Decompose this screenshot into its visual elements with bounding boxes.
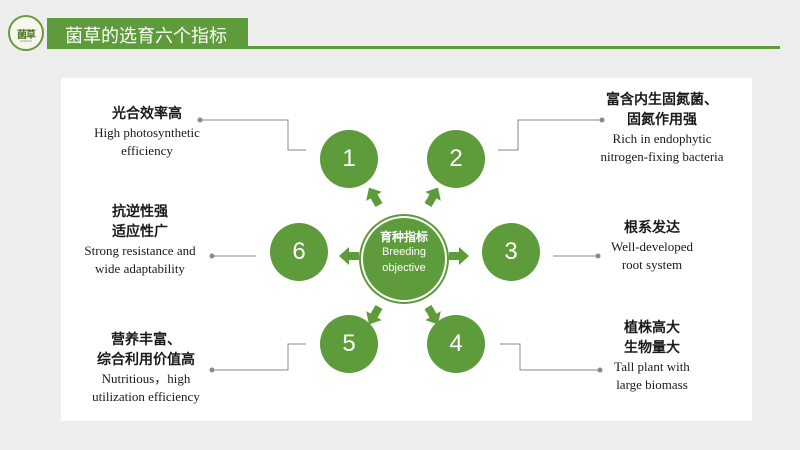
label-5: 营养丰富、 综合利用价值高 Nutritious，high utilizatio… (72, 330, 220, 406)
label-3-en-1: Well-developed (611, 239, 693, 254)
node-2: 2 (427, 130, 485, 188)
node-5: 5 (320, 315, 378, 373)
label-5-cn-1: 营养丰富、 (111, 332, 181, 348)
label-1-en-1: High photosynthetic (94, 125, 200, 140)
label-4-cn-2: 生物量大 (624, 340, 680, 356)
header: 菌草 JUNCAO 菌草的选育六个指标 (0, 0, 800, 60)
node-1: 1 (320, 130, 378, 188)
arrow-to-1 (366, 187, 383, 207)
label-2-cn-2: 固氮作用强 (627, 112, 697, 128)
connector-1 (200, 119, 306, 151)
label-2-en-1: Rich in endophytic (612, 131, 712, 146)
label-6-cn-2: 适应性广 (112, 224, 168, 240)
center-label-en-1: Breeding (381, 246, 427, 258)
arrow-to-4 (424, 305, 441, 325)
center-label-cn: 育种指标 (379, 230, 428, 244)
label-3-en-2: root system (621, 257, 683, 272)
label-2-cn-1: 富含内生固氮菌、 (606, 92, 718, 108)
connector-4 (500, 343, 600, 371)
label-1-cn: 光合效率高 (112, 106, 182, 122)
title-underline (248, 46, 780, 49)
label-4-en-1: Tall plant with (614, 359, 690, 374)
arrow-to-5 (366, 305, 383, 325)
connector-dot-3 (595, 253, 601, 259)
label-1-en-2: efficiency (121, 143, 173, 158)
connector-5 (212, 343, 306, 371)
label-6-en-2: wide adaptability (95, 261, 185, 276)
connector-dot-6 (209, 253, 215, 259)
title-bar: 菌草的选育六个指标 (47, 18, 248, 49)
arrow-to-6 (339, 247, 359, 265)
connector-2 (498, 119, 602, 151)
arrow-to-2 (424, 187, 441, 207)
label-2-en-2: nitrogen-fixing bacteria (600, 149, 724, 164)
node-3: 3 (482, 223, 540, 281)
label-3: 根系发达 Well-developed root system (592, 218, 712, 274)
logo: 菌草 JUNCAO (8, 15, 44, 51)
center-node: 育种指标 Breeding objective (363, 218, 445, 300)
logo-subtext: JUNCAO (20, 39, 32, 43)
label-2: 富含内生固氮菌、 固氮作用强 Rich in endophytic nitrog… (592, 90, 732, 166)
label-1: 光合效率高 High photosynthetic efficiency (66, 104, 228, 160)
label-5-cn-2: 综合利用价值高 (97, 352, 195, 368)
connector-dot-1 (197, 117, 203, 123)
arrow-to-3 (449, 247, 469, 265)
connector-dot-5 (209, 367, 215, 373)
label-4-en-2: large biomass (616, 377, 688, 392)
node-6: 6 (270, 223, 328, 281)
label-4: 植株高大 生物量大 Tall plant with large biomass (592, 318, 712, 394)
label-6-en-1: Strong resistance and (84, 243, 196, 258)
connector-dot-4 (597, 367, 603, 373)
label-5-en-2: utilization efficiency (92, 389, 200, 404)
label-6-cn-1: 抗逆性强 (112, 204, 168, 220)
connector-dot-2 (599, 117, 605, 123)
label-5-en-1: Nutritious，high (101, 371, 191, 386)
page-title: 菌草的选育六个指标 (65, 26, 227, 47)
label-3-cn: 根系发达 (624, 220, 680, 236)
label-6: 抗逆性强 适应性广 Strong resistance and wide ada… (66, 202, 214, 278)
label-4-cn-1: 植株高大 (624, 320, 680, 336)
center-label-en-2: objective (382, 262, 426, 274)
logo-text: 菌草 (17, 30, 36, 41)
node-4: 4 (427, 315, 485, 373)
